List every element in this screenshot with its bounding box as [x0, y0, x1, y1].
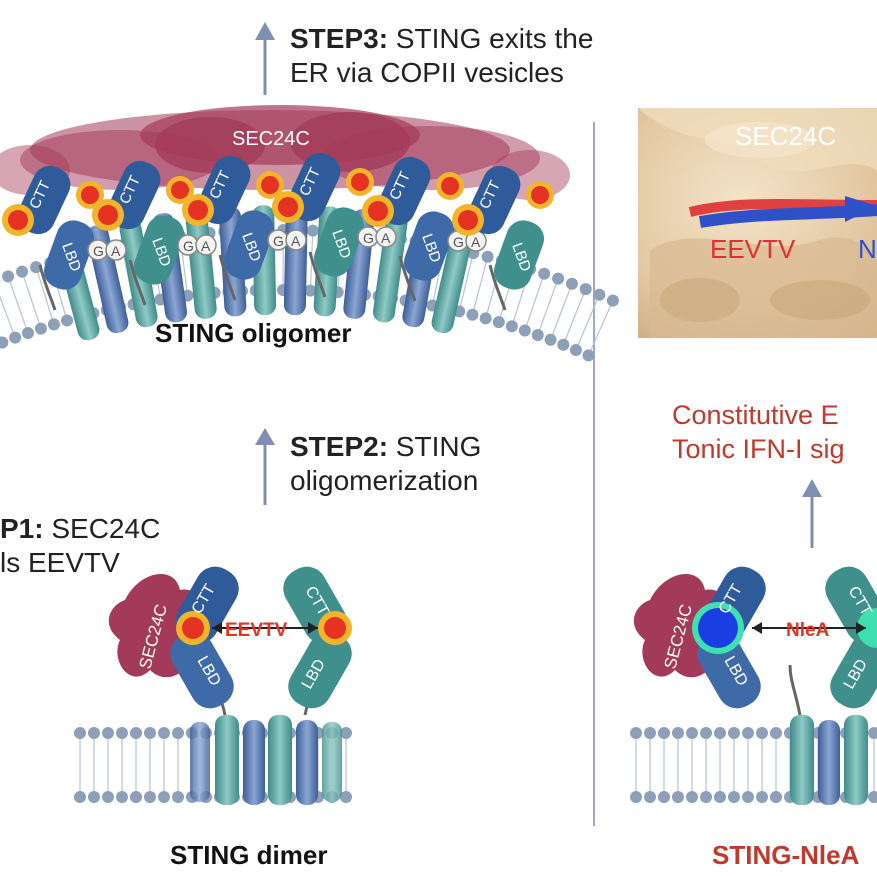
step2-line1: STING [388, 431, 482, 462]
eevtv-arrow-label: EEVTV [225, 620, 288, 641]
step2-text: STEP2: STING oligomerization [290, 430, 481, 498]
oligomer-bead-label: G [183, 238, 194, 254]
oligomer-bead-label: A [291, 233, 301, 249]
oligomer-bead-label: G [273, 233, 284, 249]
oligomer-bead-label: A [201, 238, 211, 254]
step2-bold: STEP2: [290, 431, 389, 462]
step1-bold: P1: [0, 513, 44, 544]
sting-nlea-dimer [633, 566, 877, 805]
step3-line2: ER via COPII vesicles [290, 57, 564, 88]
step3-line1: STING exits the [388, 23, 594, 54]
structure-eevtv-label: EEVTV [710, 234, 796, 264]
step3-text: STEP3: STING exits the ER via COPII vesi… [290, 22, 593, 90]
dimer-label: STING dimer [170, 840, 327, 870]
step1-line1: SEC24C [43, 513, 161, 544]
outcome-text: Constitutive E Tonic IFN-I sig [672, 398, 845, 466]
oligomer-bead-label: A [111, 243, 121, 259]
step2-line2: oligomerization [290, 465, 479, 496]
structure-panel [638, 108, 877, 338]
oligomer-bead-label: G [453, 234, 464, 250]
oligomer-bead-label: G [93, 243, 104, 259]
step1-text: P1: SEC24C ls EEVTV [0, 512, 160, 580]
sec24c-top-label: SEC24C [232, 128, 310, 150]
outcome-line1: Constitutive E [672, 400, 839, 430]
arrows [255, 22, 822, 548]
dimer-helices [190, 715, 342, 805]
oligomer-bead-label: G [363, 230, 374, 246]
sting-dimer [108, 566, 352, 805]
step1-line2: ls EEVTV [0, 547, 120, 578]
outcome-line2: Tonic IFN-I sig [672, 434, 845, 464]
nlea-arrow-label: NleA [786, 620, 830, 641]
structure-sec24c-label: SEC24C [735, 121, 836, 151]
nlea-construct-label: STING-NleA [712, 840, 860, 870]
oligomer-bead-label: A [381, 230, 391, 246]
oligomer-label: STING oligomer [155, 318, 351, 348]
step3-bold: STEP3: [290, 23, 389, 54]
oligomer-bead-label: A [471, 234, 481, 250]
structure-n-label: N [858, 234, 877, 264]
